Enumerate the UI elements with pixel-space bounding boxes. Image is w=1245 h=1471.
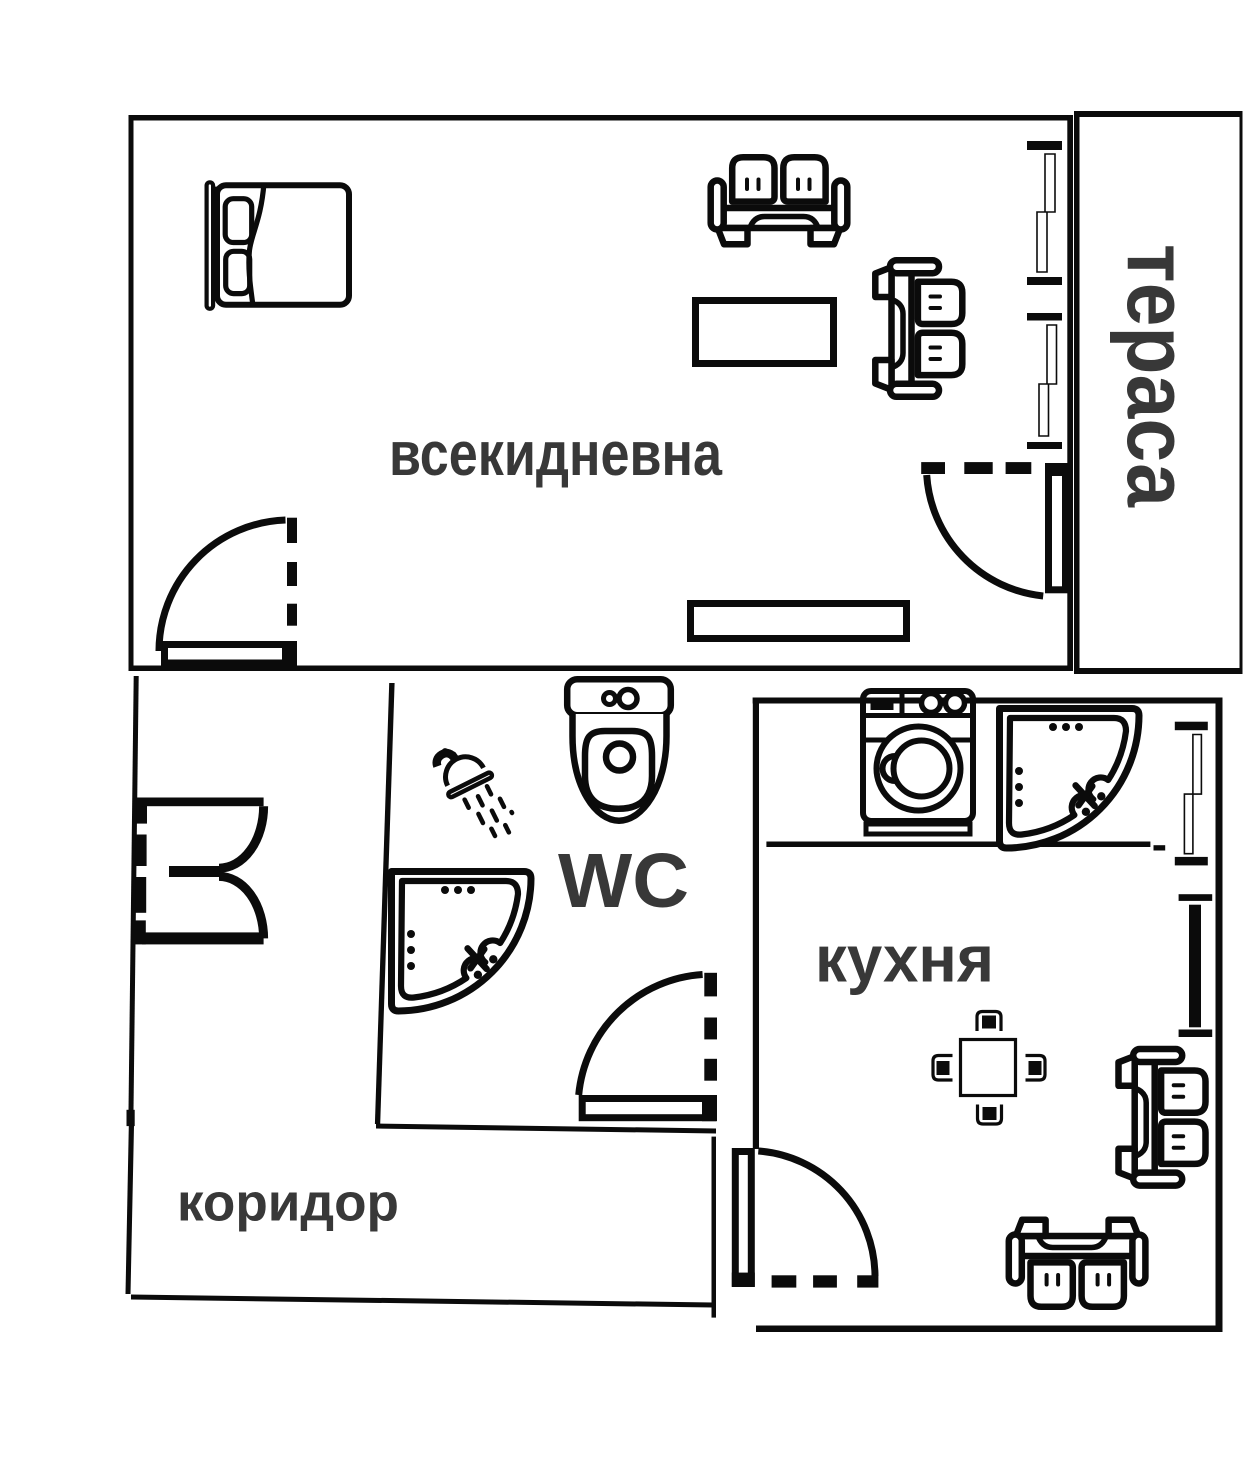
svg-text:коридор: коридор (177, 1174, 399, 1233)
svg-text:кухня: кухня (815, 922, 994, 996)
svg-text:всекидневна: всекидневна (389, 420, 722, 489)
svg-text:тераса: тераса (1109, 244, 1205, 508)
svg-text:WC: WC (558, 838, 689, 924)
